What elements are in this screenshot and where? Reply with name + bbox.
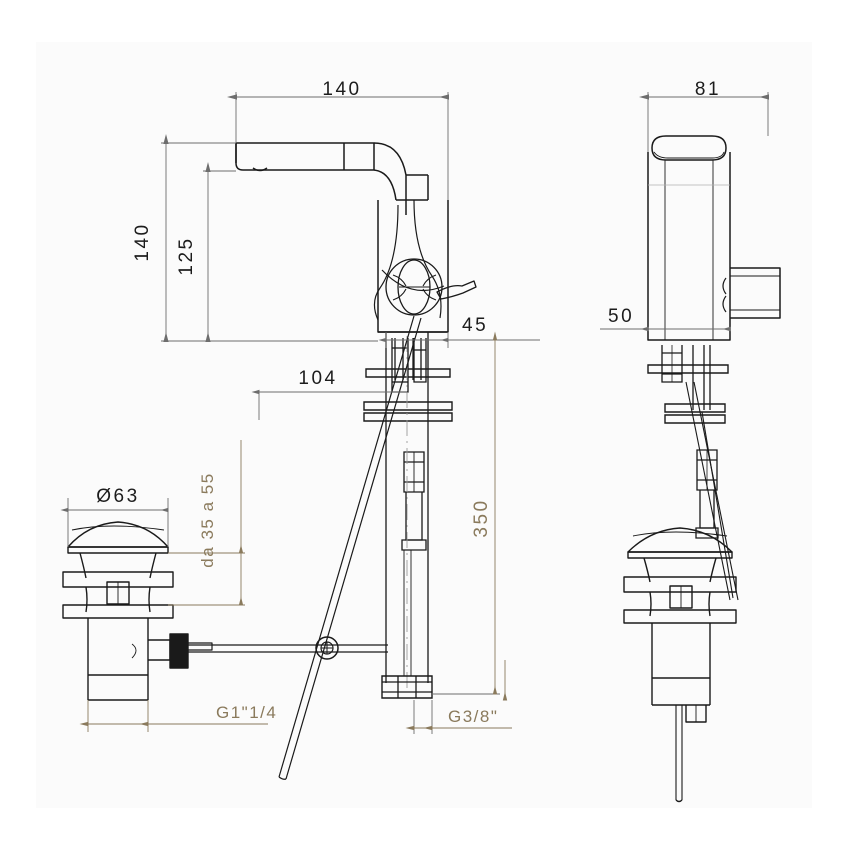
dim-base-to-rod: 104 bbox=[298, 368, 337, 389]
dim-overall-height: 140 bbox=[132, 222, 153, 261]
dim-spout-height: 125 bbox=[176, 236, 197, 275]
dim-basin-thickness-range: da 35 a 55 bbox=[198, 472, 217, 567]
front-elevation-faucet bbox=[235, 142, 477, 333]
dim-spout-reach: 140 bbox=[322, 79, 361, 100]
dim-base-width: 50 bbox=[608, 306, 634, 327]
pop-up-linkage bbox=[180, 315, 422, 780]
dim-supply-thread: G3/8" bbox=[448, 707, 498, 726]
side-pop-up-waste bbox=[623, 527, 737, 803]
dim-waste-thread: G1"1/4 bbox=[216, 703, 277, 722]
dim-waste-flange-dia: Ø63 bbox=[96, 486, 139, 507]
side-elevation-faucet bbox=[647, 135, 781, 341]
dimension-labels: 140 140 125 45 104 350 81 50 Ø63 da 35 a… bbox=[96, 79, 721, 726]
side-tail-assembly bbox=[647, 345, 739, 601]
dim-body-depth: 81 bbox=[695, 79, 721, 100]
front-tail-assembly bbox=[363, 332, 453, 699]
dim-handle-offset: 45 bbox=[462, 315, 488, 336]
dim-tail-length: 350 bbox=[471, 498, 492, 537]
dimension-lines bbox=[60, 92, 769, 734]
pop-up-waste-detail bbox=[62, 521, 213, 701]
